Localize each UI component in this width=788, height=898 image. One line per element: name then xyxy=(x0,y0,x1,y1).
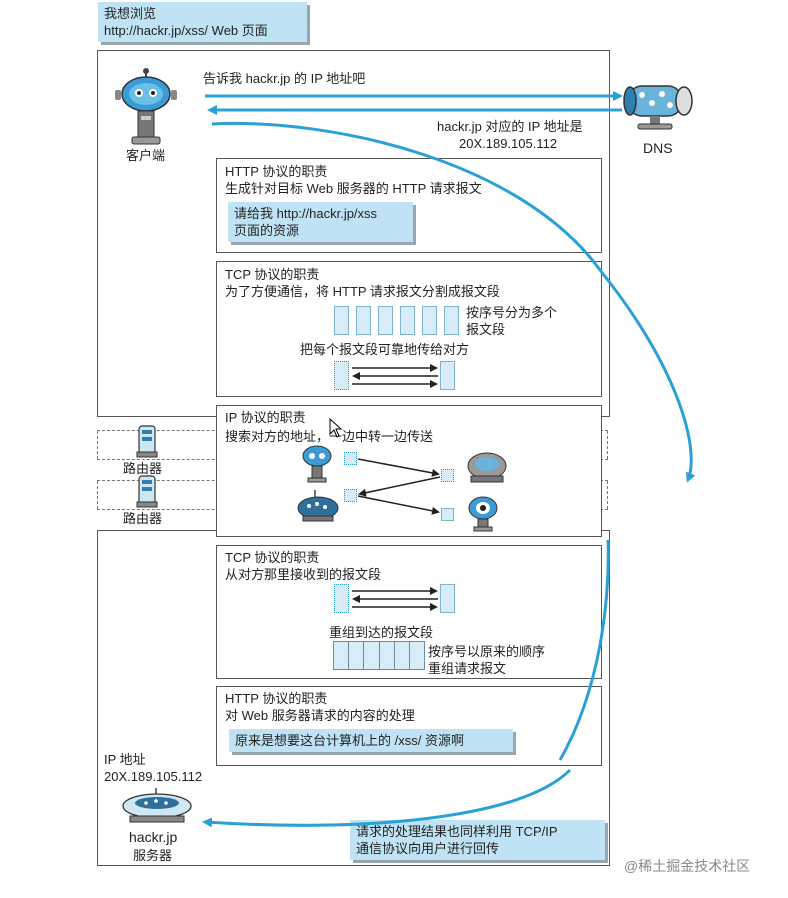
server-name-line1: hackr.jp xyxy=(129,829,178,845)
ip-packet xyxy=(441,469,454,482)
segment xyxy=(422,306,437,335)
tcp-server-note-line2: 重组请求报文 xyxy=(428,661,507,676)
http-client-callout-line1: 请给我 http://hackr.jp/xss xyxy=(234,206,378,221)
mouse-cursor-icon xyxy=(329,418,343,438)
server-ip-label: IP 地址 xyxy=(104,752,146,767)
ip-title: IP 协议的职责 xyxy=(225,410,306,425)
dns-query-text: 告诉我 hackr.jp 的 IP 地址吧 xyxy=(203,71,366,86)
ip-desc: 搜索对方的地址，一边中转一边传送 xyxy=(225,429,434,444)
client-label: 客户端 xyxy=(126,148,166,163)
server-robot-icon xyxy=(468,496,498,532)
server-icon xyxy=(122,788,192,823)
ip-box xyxy=(216,405,602,537)
bottom-callout-line1: 请求的处理结果也同样利用 TCP/IP xyxy=(356,824,558,839)
http-client-callout-line2: 页面的资源 xyxy=(234,223,300,238)
router-icon xyxy=(136,475,158,508)
server-ip-value: 20X.189.105.112 xyxy=(104,769,203,784)
tcp-server-title: TCP 协议的职责 xyxy=(225,550,320,565)
bottom-callout: 请求的处理结果也同样利用 TCP/IP 通信协议向用户进行回传 xyxy=(350,820,605,860)
http-server-title: HTTP 协议的职责 xyxy=(225,691,328,706)
top-callout-line2: http://hackr.jp/xss/ Web 页面 xyxy=(104,23,268,38)
ip-packet xyxy=(344,452,357,465)
dns-answer-line2: 20X.189.105.112 xyxy=(459,136,558,151)
http-server-box xyxy=(216,686,602,766)
dns-server-icon xyxy=(623,85,693,130)
router-ship-icon xyxy=(297,490,339,522)
dns-label: DNS xyxy=(643,140,673,156)
sender-segment xyxy=(334,361,349,390)
tcp-client-note-line2: 报文段 xyxy=(466,322,506,337)
http-server-desc: 对 Web 服务器请求的内容的处理 xyxy=(225,708,415,723)
http-server-callout: 原来是想要这台计算机上的 /xss/ 资源啊 xyxy=(229,729,513,752)
segment xyxy=(400,306,415,335)
watermark: @稀土掘金技术社区 xyxy=(624,858,751,874)
http-server-callout-text: 原来是想要这台计算机上的 /xss/ 资源啊 xyxy=(235,733,464,748)
client-robot-icon xyxy=(302,445,332,483)
http-client-callout: 请给我 http://hackr.jp/xss 页面的资源 xyxy=(228,202,413,242)
receiver-segment xyxy=(440,584,455,613)
tcp-server-desc: 从对方那里接收到的报文段 xyxy=(225,567,382,582)
tcp-client-desc2: 把每个报文段可靠地传给对方 xyxy=(300,342,470,357)
top-callout: 我想浏览 http://hackr.jp/xss/ Web 页面 xyxy=(98,2,307,42)
tcp-client-desc: 为了方便通信，将 HTTP 请求报文分割成报文段 xyxy=(225,284,500,299)
ip-packet xyxy=(344,489,357,502)
receiver-segment xyxy=(440,361,455,390)
segment xyxy=(334,306,349,335)
ip-route-arrow xyxy=(358,476,441,497)
top-callout-line1: 我想浏览 xyxy=(104,6,157,21)
dns-server-icon xyxy=(467,452,507,483)
tcp-server-note-line1: 按序号以原来的顺序 xyxy=(428,644,546,659)
http-client-title: HTTP 协议的职责 xyxy=(225,164,328,179)
segment xyxy=(378,306,393,335)
request-arc-lower xyxy=(558,539,610,761)
router-label-2: 路由器 xyxy=(123,511,163,526)
ip-route-arrow xyxy=(357,495,440,515)
segment xyxy=(444,306,459,335)
response-flow-arrow xyxy=(202,768,572,828)
router-label-1: 路由器 xyxy=(123,461,163,476)
request-flow-arrow xyxy=(211,121,696,483)
ip-packet xyxy=(441,508,454,521)
dns-answer-line1: hackr.jp 对应的 IP 地址是 xyxy=(437,119,583,134)
bottom-callout-line2: 通信协议向用户进行回传 xyxy=(356,841,500,856)
tcp-client-note-line1: 按序号分为多个 xyxy=(466,305,558,320)
sender-segment xyxy=(334,584,349,613)
client-robot-icon xyxy=(115,68,177,145)
server-name-line2: 服务器 xyxy=(133,848,173,863)
segment xyxy=(356,306,371,335)
tcp-server-desc2: 重组到达的报文段 xyxy=(329,625,434,640)
ip-route-arrow xyxy=(357,458,440,477)
tcp-client-title: TCP 协议的职责 xyxy=(225,267,320,282)
reassembled-segments xyxy=(333,641,425,670)
router-icon xyxy=(136,425,158,458)
http-client-desc: 生成针对目标 Web 服务器的 HTTP 请求报文 xyxy=(225,181,482,196)
